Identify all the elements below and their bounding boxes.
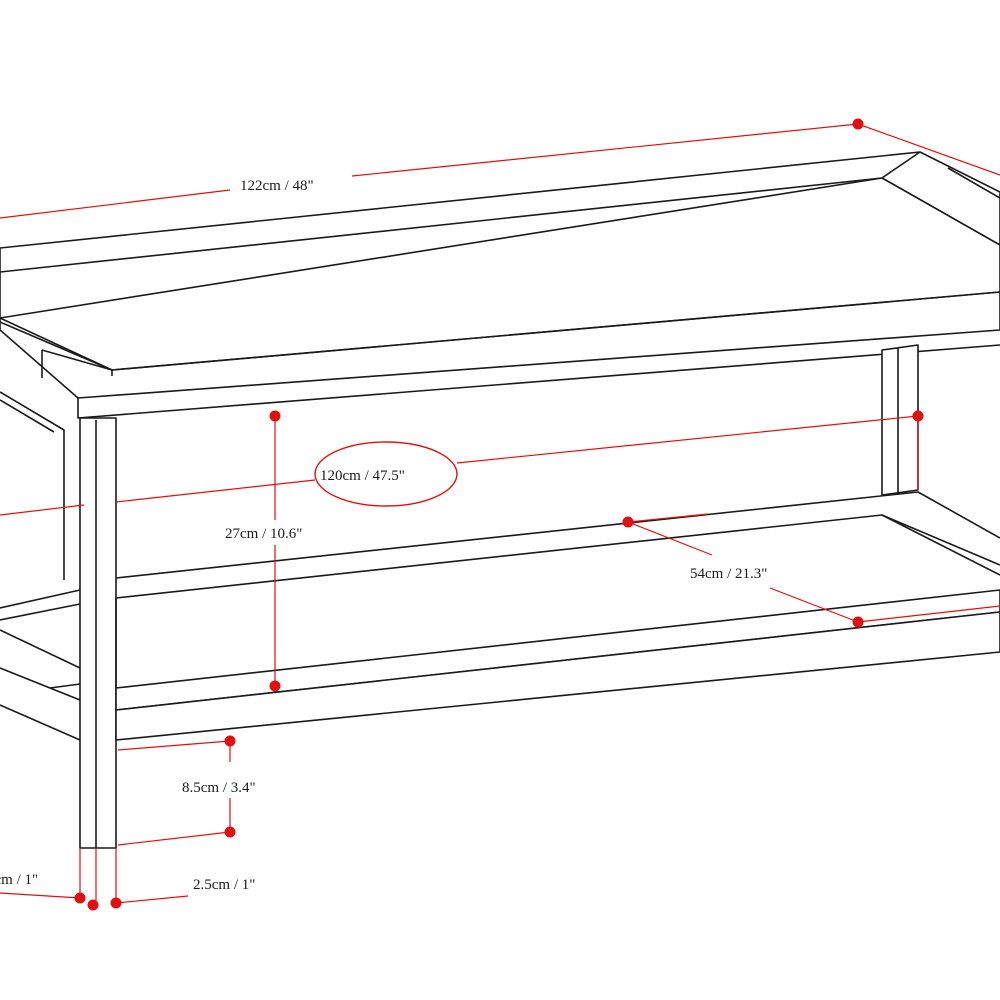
- dim-length-inner: 120cm / 47.5": [0, 410, 924, 516]
- lower-shelf: [0, 491, 1000, 741]
- table-top: [0, 151, 1000, 419]
- dim-leg-width-right: 2.5cm / 1": [87, 848, 255, 911]
- label-bottom-clearance: 8.5cm / 3.4": [182, 780, 256, 796]
- label-depth: 54cm / 21.3": [690, 566, 767, 582]
- dim-length-top: 122cm / 48": [0, 118, 1000, 219]
- dim-leg-width-left: 5cm / 1": [0, 848, 86, 904]
- left-side-frame: [0, 391, 81, 741]
- label-leg-width-right: 2.5cm / 1": [193, 877, 255, 893]
- back-right-leg: [881, 344, 919, 496]
- label-length-top: 122cm / 48": [240, 178, 314, 194]
- front-left-leg: [79, 417, 117, 849]
- label-ellipse: [314, 441, 458, 507]
- label-length-inner: 120cm / 47.5": [320, 468, 405, 484]
- dim-bottom-clearance: 8.5cm / 3.4": [117, 735, 256, 846]
- dim-shelf-gap: 27cm / 10.6": [225, 410, 302, 692]
- label-leg-width-left: 5cm / 1": [0, 872, 38, 888]
- label-shelf-gap: 27cm / 10.6": [225, 526, 302, 542]
- dim-depth: 54cm / 21.3": [622, 513, 1000, 628]
